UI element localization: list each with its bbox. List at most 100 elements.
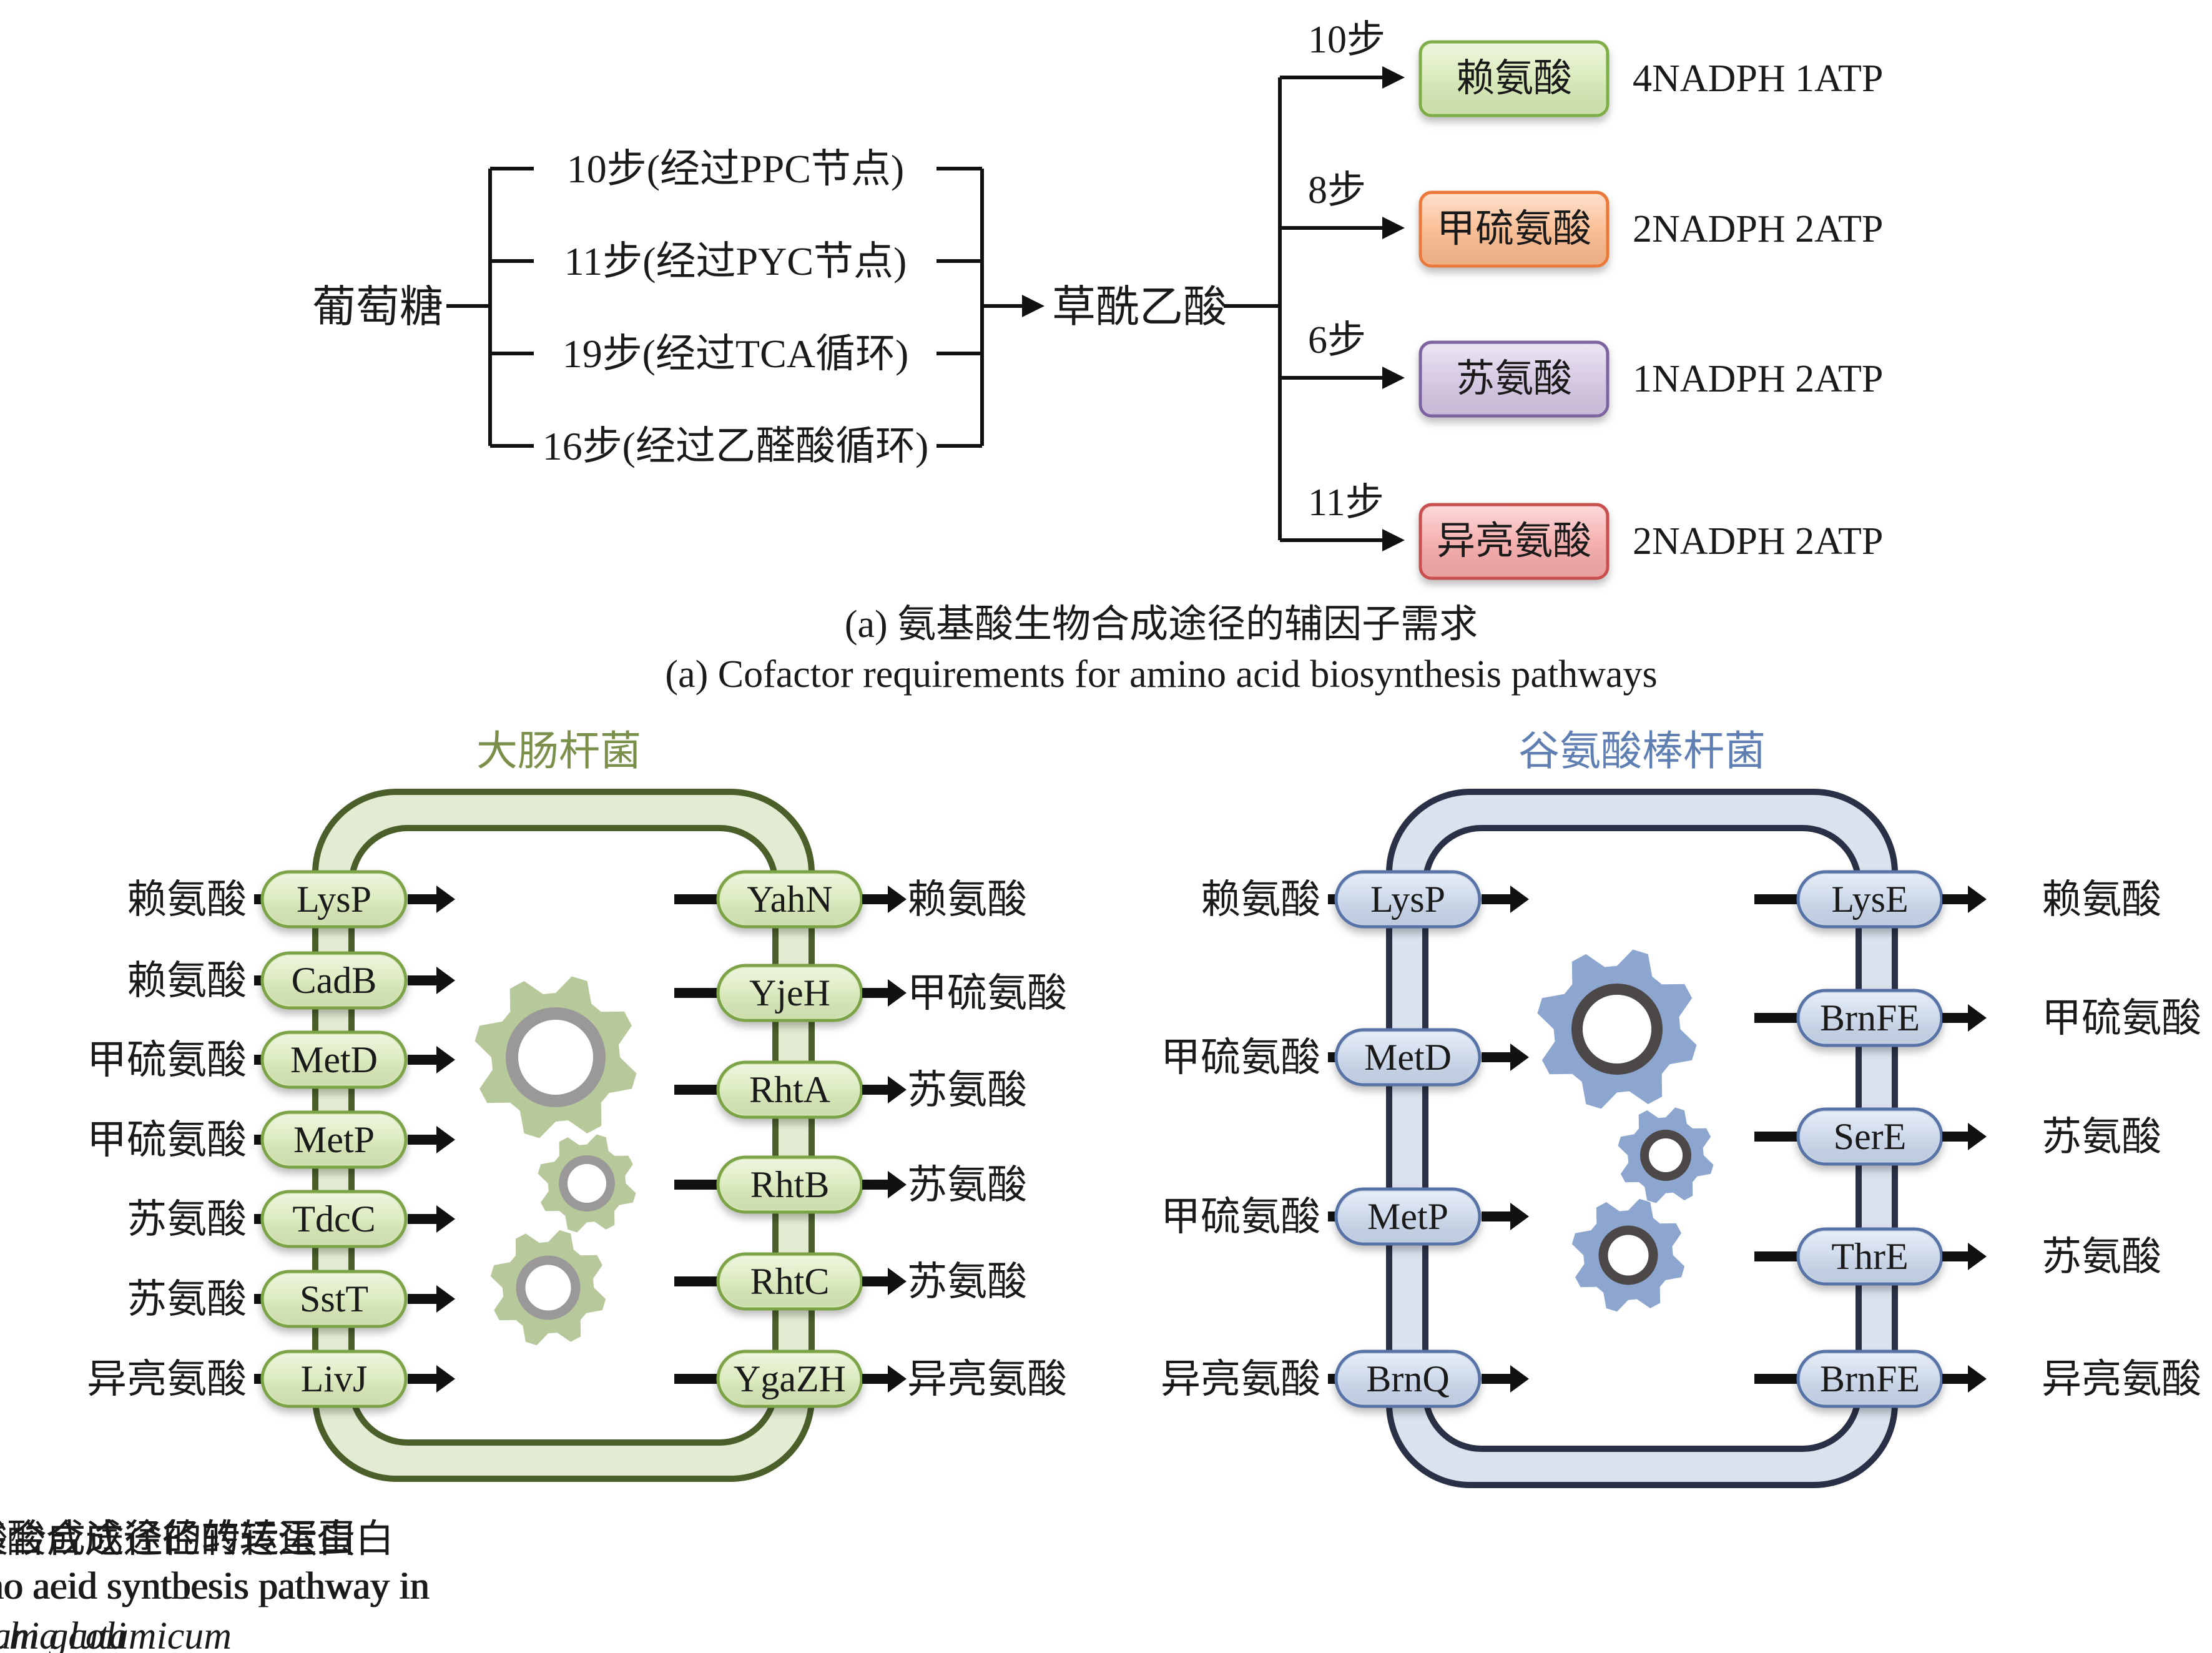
transporter-protein: YjeH <box>716 964 863 1022</box>
transporter-protein: MetD <box>1334 1028 1482 1087</box>
transporter-protein: RhtC <box>716 1252 863 1311</box>
step-count-label: 8步 <box>1308 169 1366 212</box>
efflux-arrow <box>1942 1123 1987 1150</box>
transporter-protein: CadB <box>260 951 408 1010</box>
influx-arrow <box>408 1205 455 1233</box>
step-count-label: 11步 <box>1308 481 1384 524</box>
transporter-name: LysP <box>297 879 371 920</box>
efflux-arrow <box>1942 1243 1987 1270</box>
product-label: 苏氨酸 <box>907 1163 1027 1207</box>
efflux-arrow <box>862 1171 907 1198</box>
organism-title: 谷氨酸棒杆菌 <box>1518 729 1766 774</box>
importer-row: 甲硫氨酸 MetD <box>87 1030 455 1089</box>
product-label: 甲硫氨酸 <box>907 971 1067 1015</box>
product-box-gloss <box>1422 44 1606 114</box>
substrate-label: 苏氨酸 <box>127 1277 247 1321</box>
transporter-name: BrnFE <box>1820 997 1920 1039</box>
caption-en: (c) Transporters of the amino acid synth… <box>0 1565 429 1607</box>
substrate-label: 赖氨酸 <box>127 877 247 922</box>
transporter-name: YjeH <box>749 972 830 1014</box>
transporter-name: MetD <box>290 1039 378 1080</box>
substrate-label: 苏氨酸 <box>127 1197 247 1241</box>
transporter-protein: LivJ <box>260 1350 408 1408</box>
product-label: 赖氨酸 <box>907 877 1027 922</box>
route-label: 10步(经过PPC节点) <box>567 147 905 191</box>
transporter-name: RhtC <box>750 1261 830 1302</box>
influx-arrow <box>408 1126 455 1153</box>
product-box-gloss <box>1422 344 1606 414</box>
influx-arrow <box>408 1285 455 1313</box>
transporter-protein: RhtA <box>716 1060 863 1119</box>
importer-row: 苏氨酸 TdcC <box>127 1190 455 1248</box>
transporter-name: TdcC <box>292 1198 375 1240</box>
route-label: 19步(经过TCA循环) <box>563 332 909 376</box>
transporter-name: BrnFE <box>1820 1358 1920 1399</box>
gear-icon <box>490 1230 606 1346</box>
efflux-arrow <box>1942 1004 1987 1032</box>
caption-a-en: (a) Cofactor requirements for amino acid… <box>665 653 1657 696</box>
transporter-protein: RhtB <box>716 1155 863 1214</box>
substrate-label: 甲硫氨酸 <box>1161 1195 1320 1239</box>
product-label: 甲硫氨酸 <box>2042 996 2201 1040</box>
product-name: 异亮氨酸 <box>1437 520 1591 563</box>
transporter-name: RhtA <box>749 1069 830 1110</box>
transporter-protein: ThrE <box>1796 1227 1944 1286</box>
transporter-name: ThrE <box>1831 1236 1908 1277</box>
product-label: 苏氨酸 <box>2042 1115 2161 1159</box>
transporter-protein: BrnFE <box>1796 1350 1944 1408</box>
gear-icon <box>538 1134 636 1233</box>
importer-row: 甲硫氨酸 MetP <box>1161 1187 1529 1246</box>
efflux-arrow <box>862 1076 907 1103</box>
caption-cn: (b) 大肠杆菌中氨基酸合成途径的转运蛋白 <box>0 1518 356 1561</box>
organism-title: 大肠杆菌 <box>476 729 641 774</box>
transporter-protein: MetP <box>260 1110 408 1169</box>
importer-row: 赖氨酸 CadB <box>127 951 455 1010</box>
transporter-name: LysP <box>1370 879 1445 920</box>
substrate-label: 赖氨酸 <box>1201 877 1320 922</box>
transporter-protein: MetP <box>1334 1187 1482 1246</box>
substrate-label: 甲硫氨酸 <box>87 1038 247 1082</box>
cofactor-requirement: 2NADPH 2ATP <box>1633 520 1883 563</box>
gear-icon <box>1571 1198 1685 1312</box>
transporter-name: SerE <box>1834 1116 1907 1157</box>
transporter-name: BrnQ <box>1366 1358 1449 1399</box>
transporter-protein: LysP <box>260 870 408 929</box>
importer-row: 赖氨酸 LysP <box>127 870 455 929</box>
caption-en: (b) Transporters of the amino aeid syntb… <box>0 1565 430 1607</box>
influx-arrow <box>1482 1044 1529 1071</box>
product-label: 赖氨酸 <box>2042 877 2161 922</box>
product-label: 异亮氨酸 <box>2042 1357 2201 1401</box>
exporter-row: YgaZH 异亮氨酸 <box>674 1350 1067 1408</box>
transporter-name: MetP <box>293 1119 375 1160</box>
product-box-gloss <box>1422 194 1606 264</box>
exporter-row: RhtB 苏氨酸 <box>674 1155 1027 1214</box>
transporter-protein: SerE <box>1796 1107 1944 1166</box>
exporter-row: SerE 苏氨酸 <box>1754 1107 2161 1166</box>
product-name: 苏氨酸 <box>1456 358 1572 400</box>
gear-icon <box>474 976 637 1138</box>
transporter-name: YgaZH <box>734 1358 846 1399</box>
product-box-gloss <box>1422 506 1606 576</box>
influx-arrow <box>408 1046 455 1073</box>
exporter-row: BrnFE 异亮氨酸 <box>1754 1350 2201 1408</box>
product-label: 异亮氨酸 <box>907 1357 1067 1401</box>
transporter-protein: MetD <box>260 1030 408 1089</box>
substrate-label: 赖氨酸 <box>127 959 247 1003</box>
transporter-name: YahN <box>747 879 832 920</box>
transporter-name: MetP <box>1367 1196 1448 1237</box>
importer-row: 异亮氨酸 LivJ <box>87 1350 455 1408</box>
efflux-arrow <box>1942 1365 1987 1393</box>
route-label: 11步(经过PYC节点) <box>564 239 907 284</box>
substrate-label: 异亮氨酸 <box>87 1357 247 1401</box>
route-label: 16步(经过乙醛酸循环) <box>543 424 929 468</box>
